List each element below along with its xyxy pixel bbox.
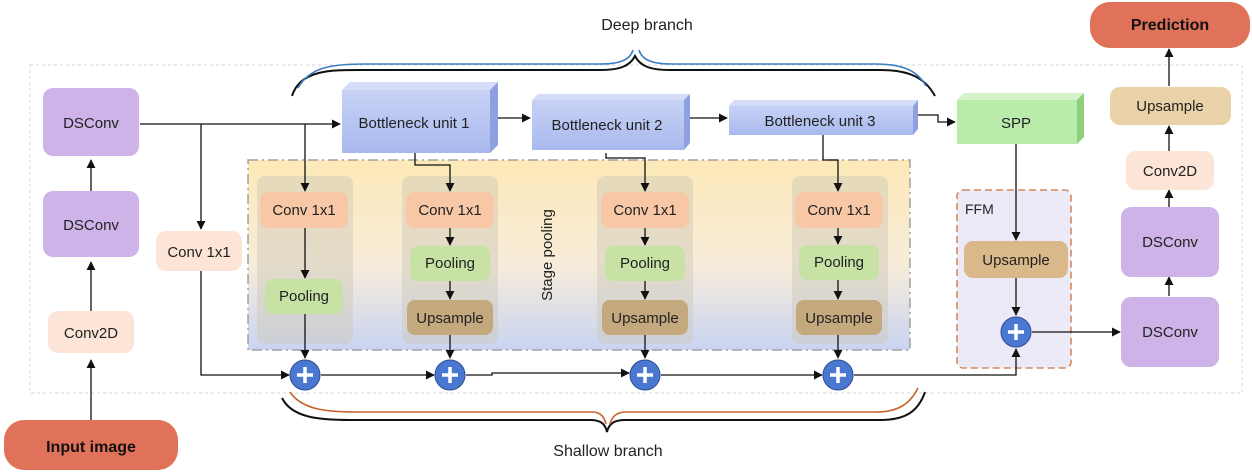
add-node-4 — [822, 359, 854, 391]
spp-label: SPP — [1001, 115, 1031, 132]
shallow-branch-label: Shallow branch — [553, 443, 662, 460]
conv2d-input-label: Conv2D — [64, 325, 118, 342]
stage3-upsample-block — [602, 300, 688, 335]
prediction-block — [1090, 2, 1250, 48]
bottleneck-unit-2-block — [532, 94, 690, 150]
stage4-upsample-block — [796, 300, 882, 335]
out-dsconv-bottom-block — [1121, 297, 1219, 367]
bottleneck-unit-1-label: Bottleneck unit 1 — [359, 115, 470, 132]
ffm-upsample-label: Upsample — [982, 252, 1050, 269]
add-node-2 — [434, 359, 466, 391]
ffm-upsample-block — [964, 241, 1068, 278]
stage2-upsample-label: Upsample — [416, 310, 484, 327]
stage4-pool-label: Pooling — [814, 254, 864, 271]
stage4-pool-block — [799, 245, 879, 280]
prediction-label: Prediction — [1131, 17, 1209, 34]
out-dsconv-bottom-label: DSConv — [1142, 324, 1198, 341]
stage3-upsample-label: Upsample — [611, 310, 679, 327]
conv2d-input-block — [48, 311, 134, 353]
out-conv2d-label: Conv2D — [1143, 163, 1197, 180]
stage1-conv-label: Conv 1x1 — [272, 202, 335, 219]
conv1x1-side-block — [156, 231, 242, 271]
dsconv-mid-block — [43, 191, 139, 257]
bottleneck-unit-3-block — [729, 100, 918, 135]
bottleneck-unit-1-block — [342, 82, 498, 153]
ffm-label: FFM — [965, 201, 994, 217]
input-image-block — [4, 420, 178, 470]
stage3-conv-label: Conv 1x1 — [613, 202, 676, 219]
dsconv-top-block — [43, 88, 139, 156]
out-conv2d-block — [1126, 151, 1214, 190]
shallow-branch-brace — [281, 387, 926, 433]
ffm-region — [956, 189, 1072, 369]
out-upsample-block — [1110, 87, 1231, 125]
stage3-pool-label: Pooling — [620, 255, 670, 272]
add-node-1 — [289, 359, 321, 391]
out-dsconv-top-label: DSConv — [1142, 234, 1198, 251]
input-image-label: Input image — [46, 439, 136, 456]
bottleneck-unit-2-label: Bottleneck unit 2 — [552, 117, 663, 134]
conv1x1-side-label: Conv 1x1 — [167, 244, 230, 261]
stage2-conv-block — [406, 192, 494, 228]
stage1-pool-block — [265, 279, 343, 314]
stage-pooling-label: Stage pooling — [539, 209, 556, 301]
stage2-conv-label: Conv 1x1 — [418, 202, 481, 219]
stage4-conv-block — [795, 192, 883, 228]
connectors — [86, 48, 1174, 420]
stage3-pool-block — [605, 246, 685, 281]
out-upsample-label: Upsample — [1136, 98, 1204, 115]
stage2-pool-label: Pooling — [425, 255, 475, 272]
deep-branch-brace — [291, 49, 936, 97]
add-node-3 — [629, 359, 661, 391]
out-dsconv-top-block — [1121, 207, 1219, 277]
stage3-conv-block — [601, 192, 689, 228]
bottleneck-unit-3-label: Bottleneck unit 3 — [765, 113, 876, 130]
stage1-pool-label: Pooling — [279, 288, 329, 305]
stage4-upsample-label: Upsample — [805, 310, 873, 327]
stage2-pool-block — [410, 246, 490, 281]
stage1-conv-block — [260, 192, 348, 228]
stage4-conv-label: Conv 1x1 — [807, 202, 870, 219]
spp-block — [957, 93, 1084, 144]
stage2-upsample-block — [407, 300, 493, 335]
deep-branch-label: Deep branch — [601, 17, 693, 34]
outer-frame — [29, 64, 1243, 394]
add-node-ffm — [1000, 316, 1032, 348]
dsconv-mid-label: DSConv — [63, 217, 119, 234]
dsconv-top-label: DSConv — [63, 115, 119, 132]
